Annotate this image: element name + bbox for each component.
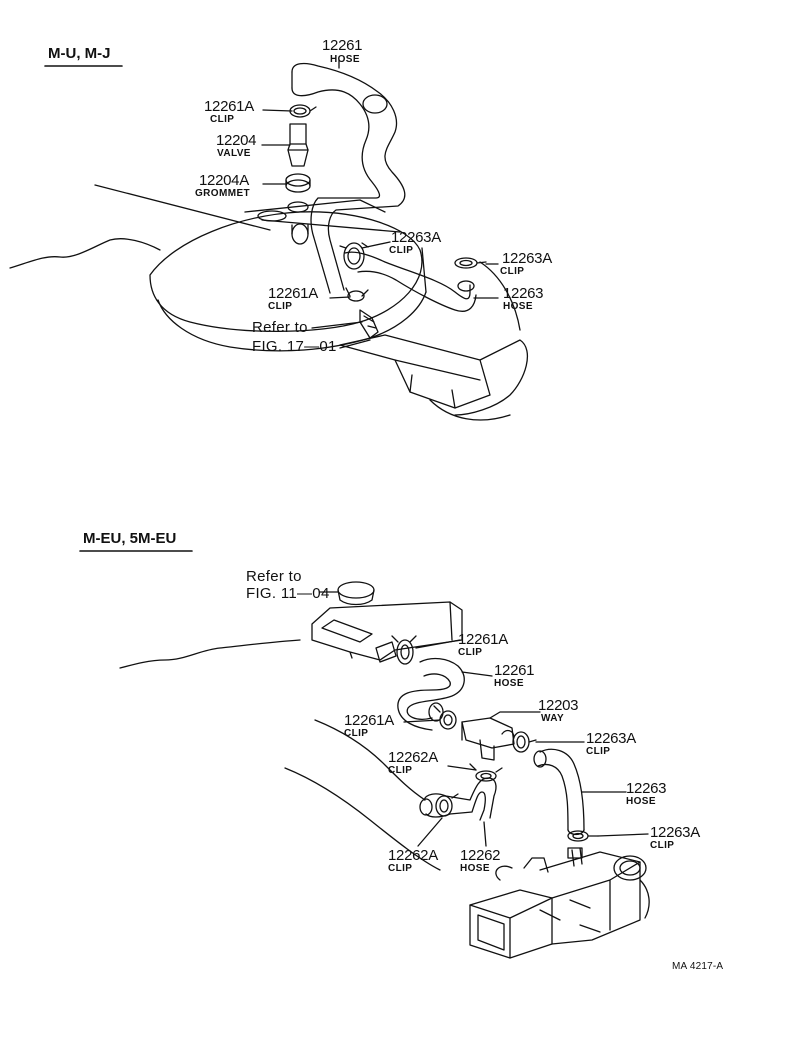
part-number-clip-12262a-lower: 12262A: [388, 847, 438, 864]
part-name-clip: CLIP: [268, 301, 293, 312]
part-number-way-12203: 12203: [538, 697, 579, 714]
bottom-diagram-drawing: [80, 551, 649, 958]
reference-note-line1: Refer to: [246, 568, 302, 585]
part-name-hose: HOSE: [330, 54, 360, 65]
part-number-hose-12261: 12261: [322, 37, 363, 54]
part-name-clip: CLIP: [388, 863, 413, 874]
reference-note-line2: FIG. 17—01: [252, 338, 337, 355]
top-diagram-drawing: [10, 60, 527, 420]
part-name-valve: VALVE: [217, 148, 251, 159]
part-name-clip: CLIP: [650, 840, 675, 851]
part-name-clip: CLIP: [388, 765, 413, 776]
section-title-top: M-U, M-J: [48, 45, 111, 62]
part-number-clip-12261a-top: 12261A: [458, 631, 508, 648]
part-number-hose-12261: 12261: [494, 662, 535, 679]
part-name-hose: HOSE: [503, 301, 533, 312]
reference-note-line2: FIG. 11—04: [246, 585, 330, 602]
part-number-grommet-12204a: 12204A: [199, 172, 249, 189]
part-number-clip-12262a-upper: 12262A: [388, 749, 438, 766]
part-name-hose: HOSE: [494, 678, 524, 689]
part-number-clip-12263a-right: 12263A: [502, 250, 552, 267]
part-name-grommet: GROMMET: [195, 188, 251, 199]
part-name-clip: CLIP: [210, 114, 235, 125]
part-number-clip-12263a-mid: 12263A: [586, 730, 636, 747]
reference-note-line1: Refer to: [252, 319, 308, 336]
part-name-hose: HOSE: [460, 863, 490, 874]
part-number-clip-12263a-center: 12263A: [391, 229, 441, 246]
figure-code: MA 4217-A: [672, 961, 724, 972]
part-number-clip-12261a-lower: 12261A: [268, 285, 318, 302]
part-name-clip: CLIP: [458, 647, 483, 658]
part-number-clip-12261a-upper: 12261A: [204, 98, 254, 115]
part-number-hose-12263: 12263: [626, 780, 667, 797]
part-name-clip: CLIP: [586, 746, 611, 757]
part-number-clip-12261a-left: 12261A: [344, 712, 394, 729]
section-title-bottom: M-EU, 5M-EU: [83, 530, 177, 547]
part-name-clip: CLIP: [389, 245, 414, 256]
part-name-hose: HOSE: [626, 796, 656, 807]
part-number-valve-12204: 12204: [216, 132, 257, 149]
part-name-clip: CLIP: [500, 266, 525, 277]
part-number-hose-12263: 12263: [503, 285, 544, 302]
part-number-clip-12263a-low: 12263A: [650, 824, 700, 841]
part-name-clip: CLIP: [344, 728, 369, 739]
part-name-way: WAY: [541, 713, 565, 724]
part-number-hose-12262: 12262: [460, 847, 501, 864]
